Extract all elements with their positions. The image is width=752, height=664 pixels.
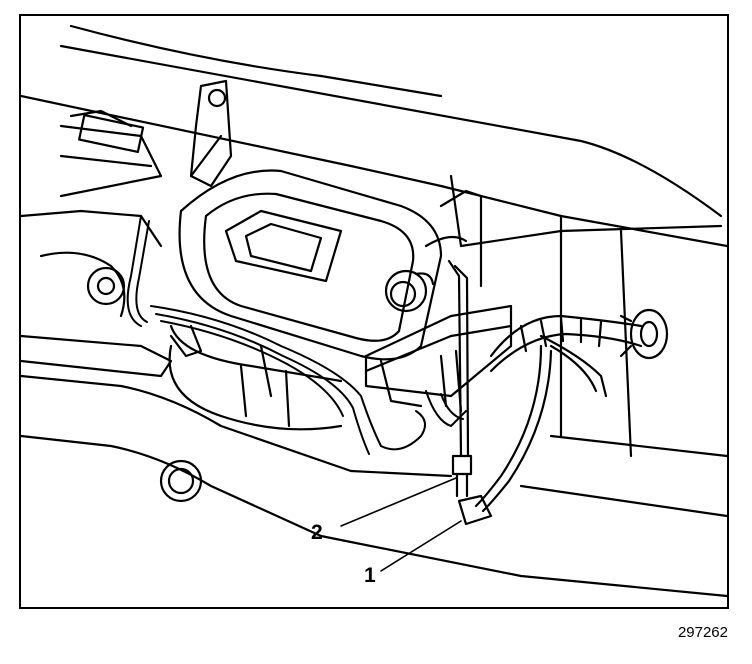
blower-case (168, 324, 343, 431)
hvac-module-housing (178, 169, 483, 361)
harness-to-grommet (489, 314, 643, 398)
actuator-motor (384, 269, 435, 313)
callout-2-label: 2 (311, 521, 323, 544)
sensor-lead (447, 259, 473, 498)
callout-1-label: 1 (364, 564, 376, 587)
diagram-frame: 2 1 (19, 14, 729, 609)
dash-panel-outline (21, 24, 727, 598)
left-ductwork (21, 109, 203, 503)
hvac-module-line-drawing (21, 24, 727, 598)
connector-wire (457, 344, 553, 526)
wiring-harness (126, 215, 467, 455)
callout-leaders (340, 477, 462, 572)
figure-number: 297262 (677, 624, 728, 641)
leader-1 (380, 520, 462, 572)
electrical-box (364, 304, 513, 413)
mounting-bracket (189, 79, 233, 188)
leader-2 (340, 477, 457, 527)
grommet (619, 308, 669, 360)
